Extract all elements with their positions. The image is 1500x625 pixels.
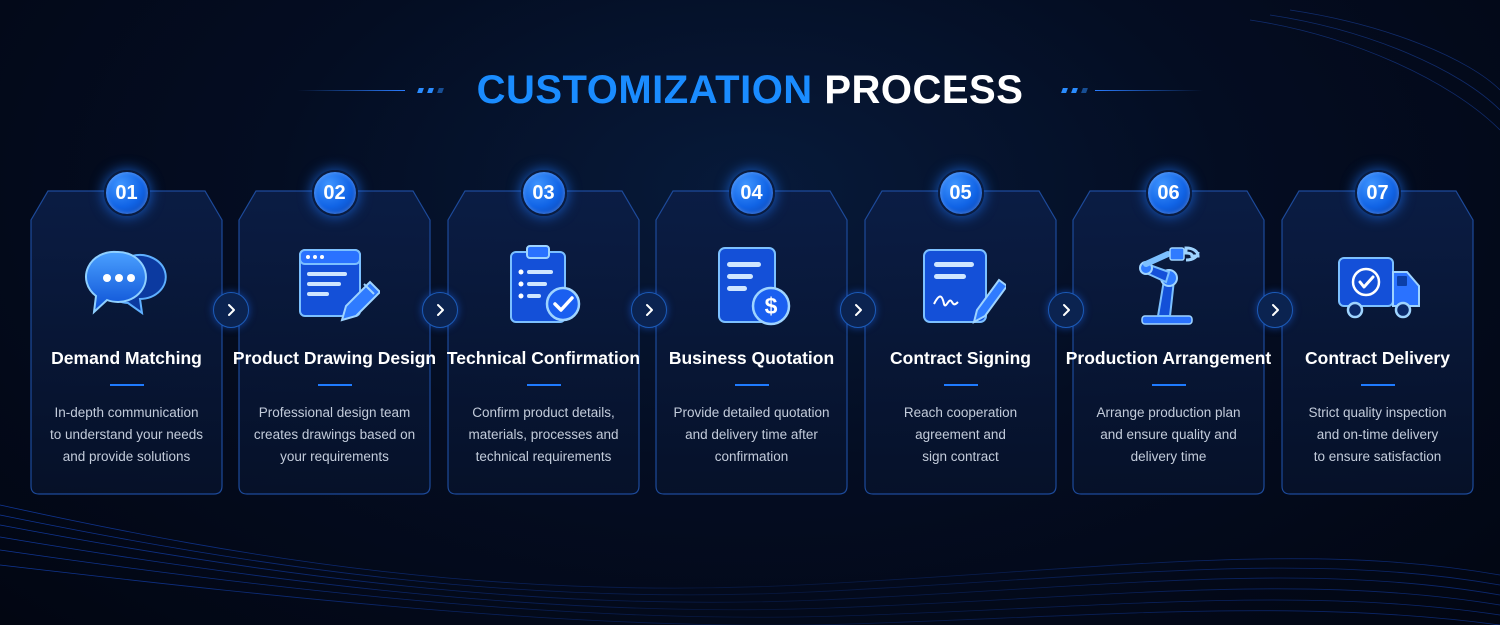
title-plain: PROCESS bbox=[824, 67, 1024, 112]
clipboard-check-icon bbox=[499, 242, 589, 332]
step-description-line: and on-time delivery bbox=[1316, 427, 1439, 442]
step-number-badge: 05 bbox=[937, 170, 984, 216]
step-title: Technical Confirmation bbox=[446, 348, 641, 368]
delivery-truck-check-icon bbox=[1333, 242, 1423, 332]
step-description-line: and ensure quality and bbox=[1100, 427, 1237, 442]
title-underline bbox=[943, 384, 978, 386]
step-description-line: confirmation bbox=[714, 449, 789, 464]
step-description-line: Reach cooperation bbox=[903, 405, 1018, 420]
step-description-line: In-depth communication bbox=[54, 405, 199, 420]
step-title: Product Drawing Design bbox=[232, 348, 437, 368]
step-description-line: delivery time bbox=[1130, 449, 1207, 464]
chat-bubbles-icon bbox=[82, 242, 172, 332]
step-number-badge: 01 bbox=[103, 170, 150, 216]
step-description: In-depth communication to understand your… bbox=[42, 402, 211, 468]
title-underline bbox=[734, 384, 769, 386]
title-underline bbox=[1151, 384, 1186, 386]
chevron-right-icon bbox=[422, 292, 458, 328]
step-description: Professional design team creates drawings… bbox=[250, 402, 419, 468]
title-underline bbox=[526, 384, 561, 386]
title-underline bbox=[109, 384, 144, 386]
page-title: CUSTOMIZATION PROCESS bbox=[477, 68, 1024, 113]
step-description: Confirm product details, materials, proce… bbox=[459, 402, 628, 468]
title-underline bbox=[317, 384, 352, 386]
step-number-badge: 02 bbox=[311, 170, 358, 216]
chevron-right-icon bbox=[1257, 292, 1293, 328]
title-decoration-right bbox=[1057, 87, 1204, 93]
header: CUSTOMIZATION PROCESS bbox=[0, 62, 1500, 118]
document-dollar-icon: $ bbox=[707, 242, 797, 332]
title-underline bbox=[1360, 384, 1395, 386]
chevron-right-icon bbox=[631, 292, 667, 328]
chevron-right-icon bbox=[1048, 292, 1084, 328]
step-description-line: to understand your needs bbox=[49, 427, 204, 442]
step-description: Provide detailed quotation and delivery t… bbox=[667, 402, 836, 468]
step-title: Contract Delivery bbox=[1305, 348, 1450, 368]
title-decoration-left bbox=[296, 87, 444, 93]
step-description: Arrange production plan and ensure qualit… bbox=[1084, 402, 1253, 468]
chevron-right-icon bbox=[840, 292, 876, 328]
title-accent: CUSTOMIZATION bbox=[476, 67, 813, 112]
step-description: Reach cooperation agreement and sign contr… bbox=[876, 402, 1045, 468]
svg-text:$: $ bbox=[764, 293, 777, 319]
step-title: Business Quotation bbox=[668, 348, 835, 368]
step-description-line: to ensure satisfaction bbox=[1313, 449, 1442, 464]
step-description-line: Provide detailed quotation bbox=[673, 405, 830, 420]
step-description-line: creates drawings based on bbox=[253, 427, 416, 442]
step-description: Strict quality inspection and on-time del… bbox=[1293, 402, 1462, 468]
step-description-line: and provide solutions bbox=[62, 449, 191, 464]
step-number-badge: 07 bbox=[1354, 170, 1401, 216]
step-description-line: Professional design team bbox=[258, 405, 411, 420]
step-description-line: technical requirements bbox=[475, 449, 612, 464]
robotic-arm-icon bbox=[1124, 242, 1214, 332]
contract-signature-icon bbox=[916, 242, 1008, 332]
step-number-badge: 06 bbox=[1145, 170, 1192, 216]
step-description-line: Strict quality inspection bbox=[1308, 405, 1447, 420]
step-description-line: and delivery time after bbox=[685, 427, 818, 442]
step-description-line: agreement and bbox=[915, 427, 1006, 442]
step-number-badge: 03 bbox=[520, 170, 567, 216]
step-number-badge: 04 bbox=[728, 170, 775, 216]
step-description-line: sign contract bbox=[922, 449, 999, 464]
step-title: Production Arrangement bbox=[1065, 348, 1272, 368]
step-description-line: your requirements bbox=[280, 449, 389, 464]
step-description-line: materials, processes and bbox=[468, 427, 619, 442]
chevron-right-icon bbox=[213, 292, 249, 328]
drawing-window-pencil-icon bbox=[290, 242, 381, 332]
step-title: Demand Matching bbox=[51, 348, 202, 368]
step-description-line: Arrange production plan bbox=[1096, 405, 1241, 420]
step-title: Contract Signing bbox=[890, 348, 1031, 368]
step-description-line: Confirm product details, bbox=[472, 405, 615, 420]
